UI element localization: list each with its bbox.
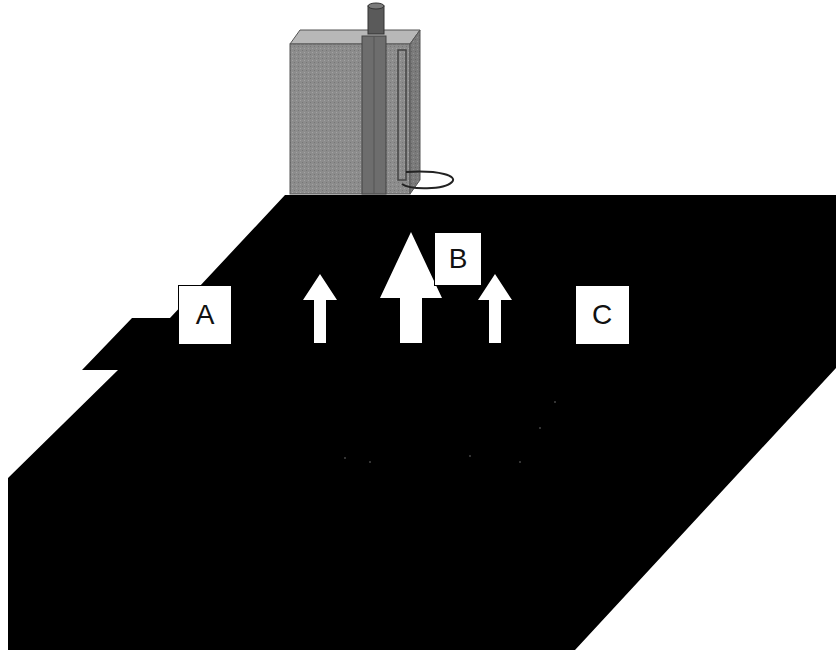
surface-specks — [344, 401, 556, 463]
label-box: C — [575, 285, 630, 345]
label-letter: A — [196, 301, 215, 329]
electromagnet — [290, 3, 453, 194]
label-box: A — [178, 285, 232, 345]
plate — [8, 195, 836, 650]
label-box: B — [434, 232, 482, 286]
label-letter: C — [592, 301, 612, 329]
force-arrow — [303, 232, 512, 343]
label-letter: B — [449, 245, 468, 273]
